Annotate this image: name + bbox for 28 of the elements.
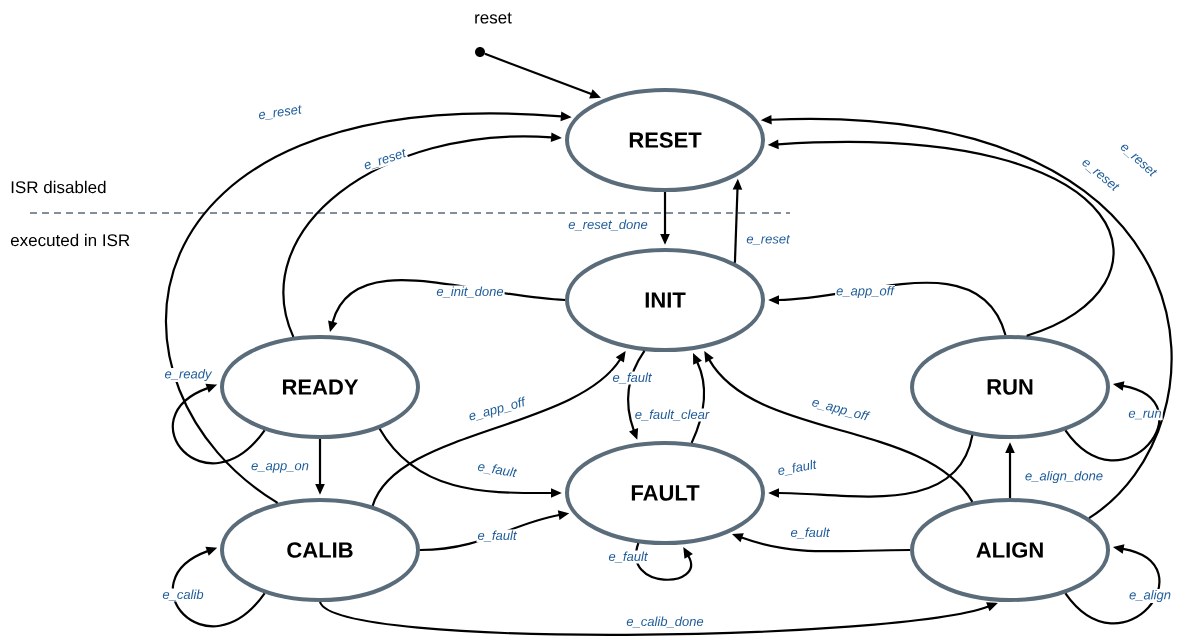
edge-label: e_fault xyxy=(607,550,649,564)
region-label: executed in ISR xyxy=(10,233,130,247)
edge-label: e_init_done xyxy=(435,285,505,299)
edge-label: e_reset_done xyxy=(567,218,649,232)
region-label: ISR disabled xyxy=(11,180,106,194)
edge-label: e_reset xyxy=(361,147,409,173)
edge-label: e_app_on xyxy=(250,462,310,474)
edge-label: e_calib xyxy=(161,588,205,602)
edge-label: e_app_off xyxy=(809,395,871,425)
arrow xyxy=(1064,381,1161,462)
edge-label: e_fault xyxy=(789,526,831,540)
edge-label: e_reset xyxy=(745,234,791,246)
arrow xyxy=(1064,544,1161,625)
edge-label: e_fault xyxy=(775,458,819,478)
edge-label: e_align xyxy=(1128,588,1172,604)
edge-label: e_reset xyxy=(256,103,304,123)
edge-label: e_align_done xyxy=(1023,469,1105,485)
edge-label: e_ready xyxy=(163,367,213,383)
arrow xyxy=(172,546,266,627)
edge-label: e_app_off xyxy=(835,284,896,300)
edge-label: e_fault xyxy=(611,371,653,385)
edge-label: e_calib_done xyxy=(625,615,705,629)
edge-label: e_fault xyxy=(476,529,518,543)
edge-label: e_fault_clear xyxy=(633,408,711,422)
edge-label: e_run xyxy=(1127,409,1163,421)
arrow xyxy=(172,383,266,464)
edge-label: e_fault xyxy=(475,460,519,480)
start-label: reset xyxy=(475,12,512,24)
